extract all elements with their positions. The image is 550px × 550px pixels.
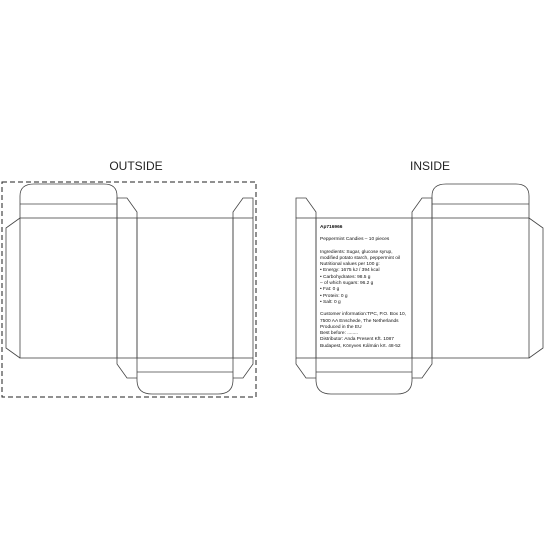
nutrition-energy: • Energy: 1675 kJ / 394 kcal bbox=[320, 268, 380, 274]
inside-panel-side-right bbox=[411, 217, 433, 359]
product-name: Peppermint Candies – 10 pieces bbox=[320, 237, 390, 243]
inside-label: INSIDE bbox=[410, 159, 450, 173]
product-code: Ap716966 bbox=[320, 225, 343, 230]
inside-top-dust-flap-right bbox=[411, 197, 433, 218]
inside-dieline bbox=[295, 183, 544, 395]
inside-glue-flap bbox=[528, 217, 544, 359]
inside-panel-side-left bbox=[295, 217, 317, 359]
nutrition-carbs: • Carbohydrates: 98.5 g bbox=[320, 274, 371, 280]
outside-panel-side-left bbox=[116, 217, 138, 359]
outside-glue-flap bbox=[5, 217, 21, 359]
distributor-line-1: Distributor: Anda Present Kft. 1087 bbox=[320, 337, 394, 343]
outside-panel-back bbox=[19, 217, 118, 359]
customer-info-line-2: 7500 AA Enschede, The Netherlands bbox=[320, 318, 399, 324]
outside-bottom-tuck bbox=[136, 358, 234, 395]
inside-panel-back bbox=[431, 217, 530, 359]
outside-label: OUTSIDE bbox=[109, 159, 162, 173]
outside-top-dust-flap-right bbox=[232, 197, 254, 218]
outside-panel-side-right bbox=[232, 217, 254, 359]
ingredients-line-1: Ingredients: Sugar, glucose syrup, bbox=[320, 249, 393, 255]
inside-top-tuck bbox=[431, 183, 530, 218]
distributor-line-2: Budapest, Könyves Kálmán krt. 48-52 bbox=[320, 343, 401, 349]
nutrition-sugars: – of which sugars: 96.2 g bbox=[320, 281, 374, 287]
best-before: Best before: ........ bbox=[320, 331, 358, 337]
outside-bottom-dust-flap-left bbox=[116, 358, 137, 379]
outside-top-dust-flap-left bbox=[116, 197, 138, 218]
product-information-text: Ap716966 Peppermint Candies – 10 pieces … bbox=[320, 225, 408, 350]
nutrition-title: Nutritional values per 100 g: bbox=[320, 262, 380, 268]
ingredients-line-2: modified potato starch, peppermint oil bbox=[320, 255, 400, 261]
outside-panel-front bbox=[136, 217, 234, 359]
inside-top-dust-flap-left bbox=[295, 197, 317, 218]
outside-cut-boundary bbox=[1, 181, 257, 398]
produced-in: Produced in the EU bbox=[320, 324, 362, 330]
outside-dieline bbox=[1, 181, 257, 398]
inside-bottom-tuck bbox=[315, 358, 413, 395]
outside-bottom-dust-flap-right bbox=[233, 358, 254, 379]
nutrition-fat: • Fat: 0 g bbox=[320, 287, 340, 293]
inside-bottom-dust-flap-left bbox=[295, 358, 316, 379]
inside-bottom-dust-flap-right bbox=[412, 358, 433, 379]
customer-info-line-1: Customer information:TPC, P.O. Box 10, bbox=[320, 312, 407, 318]
nutrition-salt: • Salt: 0 g bbox=[320, 299, 341, 305]
nutrition-protein: • Protein: 0 g bbox=[320, 293, 348, 299]
outside-top-tuck bbox=[19, 183, 118, 218]
